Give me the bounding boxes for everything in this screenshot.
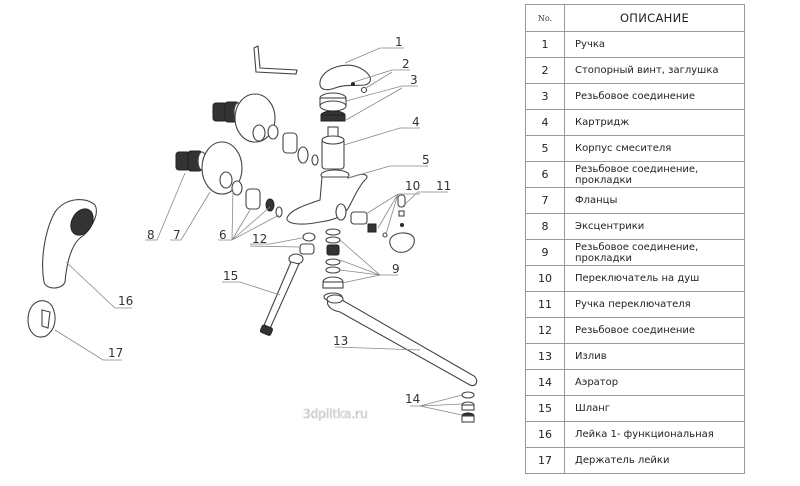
row-description: Резьбовое соединение (564, 83, 745, 110)
row-number: 8 (525, 213, 565, 240)
threaded-connection-9 (322, 228, 344, 302)
row-number: 7 (525, 187, 565, 214)
row-description: Излив (564, 343, 745, 370)
mixer-body-part (286, 169, 368, 225)
row-description: Держатель лейки (564, 447, 745, 474)
row-number: 14 (525, 369, 565, 396)
eccentric-upper (212, 93, 319, 166)
callout-1: 1 (395, 35, 403, 49)
row-number: 16 (525, 421, 565, 448)
watermark: 3dplitka.ru (303, 407, 368, 421)
row-number: 13 (525, 343, 565, 370)
row-number: 9 (525, 239, 565, 266)
row-number: 10 (525, 265, 565, 292)
callout-10: 10 (405, 179, 420, 193)
callout-8: 8 (147, 228, 155, 242)
row-description: Эксцентрики (564, 213, 745, 240)
aerator-part (461, 391, 475, 423)
callout-16: 16 (118, 294, 133, 308)
row-number: 2 (525, 57, 565, 84)
row-description: Лейка 1- функциональная (564, 421, 745, 448)
eccentric-lower (175, 141, 283, 218)
shower-switch-part (350, 194, 415, 253)
header-no: No. (525, 4, 565, 32)
row-description: Картридж (564, 109, 745, 136)
callout-6: 6 (219, 228, 227, 242)
row-number: 12 (525, 317, 565, 344)
row-number: 1 (525, 31, 565, 58)
row-description: Переключатель на душ (564, 265, 745, 292)
row-number: 17 (525, 447, 565, 474)
cartridge-part (321, 126, 345, 170)
spout-part (326, 294, 478, 387)
shower-head-part (42, 199, 97, 289)
hex-key (253, 45, 298, 75)
table-header: No. ОПИСАНИЕ (525, 4, 745, 32)
hose-part (259, 253, 304, 336)
header-description: ОПИСАНИЕ (564, 4, 745, 32)
row-description: Аэратор (564, 369, 745, 396)
row-number: 15 (525, 395, 565, 422)
row-description: Шланг (564, 395, 745, 422)
callout-9: 9 (392, 262, 400, 276)
callout-15: 15 (223, 269, 238, 283)
row-description: Резьбовое соединение, прокладки (564, 239, 745, 266)
row-number: 4 (525, 109, 565, 136)
callout-4: 4 (412, 115, 420, 129)
callout-7: 7 (173, 228, 181, 242)
callout-14: 14 (405, 392, 420, 406)
row-number: 6 (525, 161, 565, 188)
callout-5: 5 (422, 153, 430, 167)
callout-11: 11 (436, 179, 451, 193)
row-number: 3 (525, 83, 565, 110)
handle-part (319, 64, 371, 94)
callout-12: 12 (252, 232, 267, 246)
row-description: Стопорный винт, заглушка (564, 57, 745, 84)
threaded-connection-3 (319, 92, 347, 122)
row-description: Ручка (564, 31, 745, 58)
shower-holder-part (27, 300, 56, 338)
row-description: Фланцы (564, 187, 745, 214)
callout-17: 17 (108, 346, 123, 360)
callout-3: 3 (410, 73, 418, 87)
row-description: Ручка переключателя (564, 291, 745, 318)
threaded-connection-12 (299, 232, 316, 255)
row-number: 11 (525, 291, 565, 318)
callout-2: 2 (402, 57, 410, 71)
leader-lines (54, 47, 463, 416)
callout-13: 13 (333, 334, 348, 348)
row-description: Резьбовое соединение (564, 317, 745, 344)
row-description: Корпус смесителя (564, 135, 745, 162)
row-number: 5 (525, 135, 565, 162)
row-description: Резьбовое соединение, прокладки (564, 161, 745, 188)
exploded-faucet-diagram: 1 2 3 4 5 6 7 8 9 10 11 12 13 14 15 16 1… (27, 35, 478, 423)
